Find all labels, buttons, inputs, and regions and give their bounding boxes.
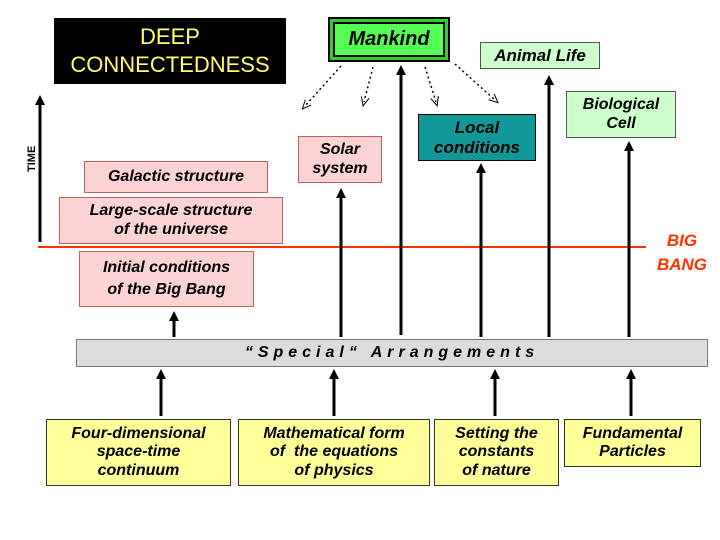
big-bang-line-1: BIG — [666, 231, 698, 250]
time-label: TIME — [26, 145, 38, 172]
big-bang-line-2: BANG — [656, 255, 708, 274]
solar-system-node: Solar system — [298, 136, 382, 183]
animal-life-node: Animal Life — [480, 42, 600, 69]
title-line-1: DEEP — [140, 24, 200, 49]
foundation-constants-node: Setting the constants of nature — [434, 419, 559, 486]
solar-system-line-1: Solar — [319, 141, 360, 159]
mankind-node: Mankind — [328, 17, 450, 62]
diagram-title: DEEP CONNECTEDNESS — [54, 18, 286, 84]
foundation-1-line-1: Four-dimensional — [71, 424, 206, 442]
foundation-1-line-2: space-time — [96, 443, 181, 461]
initial-conditions-node: Initial conditions of the Big Bang — [79, 251, 254, 307]
animal-life-label: Animal Life — [494, 45, 586, 65]
galactic-structure-node: Galactic structure — [84, 161, 268, 193]
foundation-equations-node: Mathematical form of the equations of ph… — [238, 419, 430, 486]
local-conditions-node: Local conditions — [418, 114, 536, 161]
dotted-arrow-2 — [364, 66, 374, 102]
biological-cell-line-1: Biological — [582, 96, 660, 114]
foundation-3-line-1: Setting the — [455, 424, 538, 442]
large-scale-structure-node: Large-scale structure of the universe — [59, 197, 283, 244]
special-arrangements-bar: “Special“ Arrangements — [76, 339, 708, 367]
galactic-structure-label: Galactic structure — [107, 167, 245, 185]
local-conditions-line-1: Local — [454, 117, 500, 137]
large-scale-structure-line-1: Large-scale structure — [89, 202, 253, 220]
foundation-3-line-2: constants — [458, 443, 535, 461]
biological-cell-line-2: Cell — [606, 114, 636, 132]
dotted-arrow-1 — [305, 65, 342, 106]
foundation-particles-node: Fundamental Particles — [564, 419, 701, 467]
large-scale-structure-line-2: of the universe — [114, 220, 228, 238]
foundation-2-line-1: Mathematical form — [263, 424, 405, 442]
foundation-spacetime-node: Four-dimensional space-time continuum — [46, 419, 231, 486]
dotted-arrow-4 — [454, 63, 495, 100]
big-bang-label: BIG BANG — [650, 229, 714, 277]
foundation-4-line-2: Particles — [599, 443, 666, 460]
initial-conditions-line-1: Initial conditions — [102, 258, 231, 276]
foundation-1-line-3: continuum — [97, 461, 180, 479]
foundation-2-line-2: of the equations — [270, 443, 398, 461]
foundation-4-line-1: Fundamental — [582, 424, 683, 442]
title-line-2: CONNECTEDNESS — [70, 52, 270, 77]
initial-conditions-line-2: of the Big Bang — [107, 281, 226, 298]
local-conditions-line-2: conditions — [434, 137, 520, 157]
foundation-2-line-3: of physics — [294, 461, 374, 479]
special-arrangements-label: “Special“ Arrangements — [244, 344, 540, 361]
dotted-arrow-3 — [424, 66, 436, 102]
foundation-3-line-3: of nature — [462, 461, 531, 479]
biological-cell-node: Biological Cell — [566, 91, 676, 138]
solar-system-line-2: system — [312, 159, 368, 177]
mankind-label: Mankind — [333, 22, 445, 57]
